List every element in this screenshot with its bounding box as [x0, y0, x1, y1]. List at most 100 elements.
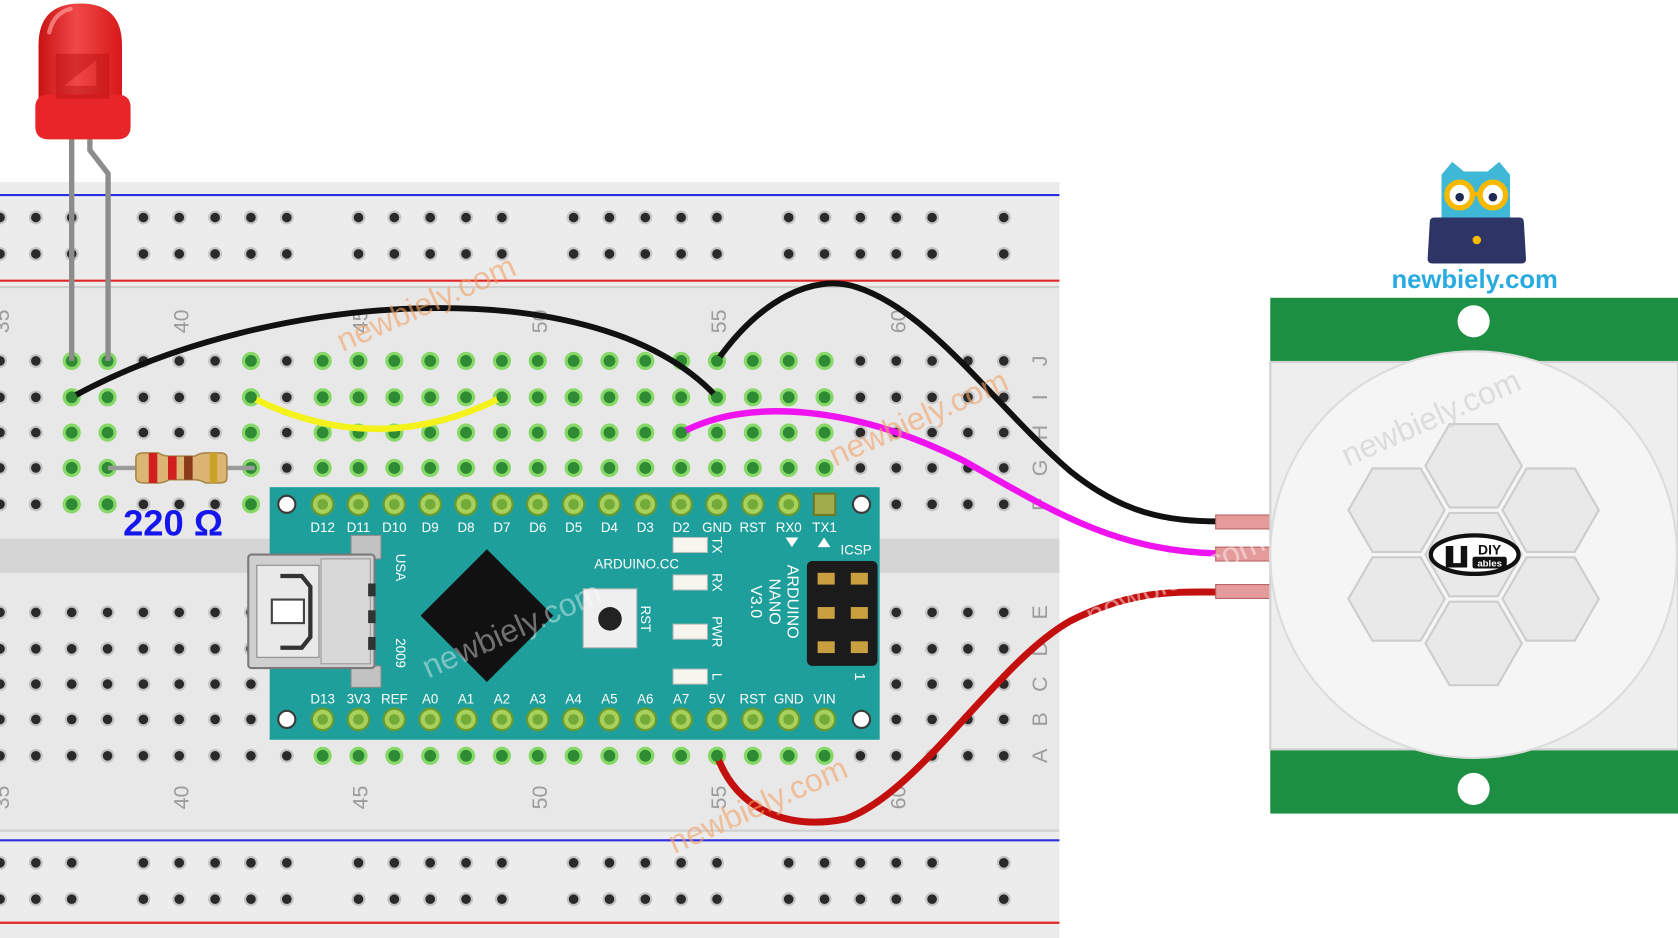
- triangle-up-icon: [817, 537, 831, 548]
- pin-pad-center: [639, 714, 651, 725]
- breadboard-hole: [279, 425, 294, 440]
- breadboard-hole: [853, 353, 868, 368]
- breadboard-hole: [889, 497, 904, 512]
- magenta-wire-signal-to-pir: [678, 408, 1224, 557]
- breadboard-hole: [996, 497, 1011, 512]
- connected-hole: [313, 458, 332, 478]
- breadboard-hole: [925, 353, 940, 368]
- connected-hole: [564, 458, 583, 478]
- breadboard-bottom-rail: [0, 830, 1060, 938]
- breadboard-hole: [243, 246, 258, 261]
- column-number: 55: [707, 786, 731, 810]
- breadboard-hole: [64, 892, 79, 907]
- breadboard-hole: [64, 677, 79, 692]
- breadboard-hole: [996, 892, 1011, 907]
- breadboard-hole: [710, 892, 724, 907]
- breadboard-hole: [781, 246, 796, 261]
- breadboard-hole: [853, 855, 868, 870]
- breadboard-hole: [28, 425, 43, 440]
- breadboard-hole: [172, 641, 187, 656]
- logo-text: DIY: [1478, 542, 1502, 558]
- breadboard-hole: [172, 425, 187, 440]
- breadboard-hole: [28, 677, 43, 692]
- pir-motion-sensor: DIY ables: [1215, 297, 1678, 814]
- connected-hole: [528, 458, 547, 478]
- newbiely-logo: newbiely.com: [1391, 161, 1558, 294]
- connected-hole: [98, 388, 117, 407]
- pir-mounting-hole: [1457, 305, 1490, 338]
- connected-hole: [743, 458, 762, 478]
- breadboard-hole: [996, 246, 1011, 261]
- breadboard-hole: [351, 892, 366, 907]
- breadboard-hole: [208, 425, 223, 440]
- usb-pin: [368, 637, 376, 650]
- breadboard-hole: [279, 855, 294, 870]
- breadboard-hole: [925, 390, 940, 405]
- connected-hole: [564, 388, 583, 407]
- connected-hole: [815, 458, 834, 478]
- pin-pad-center: [460, 714, 472, 725]
- pin-pad-center: [711, 714, 723, 725]
- column-number: 55: [707, 309, 731, 333]
- breadboard-hole: [889, 641, 904, 656]
- pin-pad-center: [317, 714, 329, 725]
- breadboard-hole: [136, 246, 151, 261]
- pin-pad-center: [747, 498, 759, 510]
- breadboard-hole: [172, 712, 187, 727]
- pin-label: D11: [347, 520, 371, 535]
- connected-hole: [636, 746, 655, 765]
- connected-hole: [385, 746, 404, 765]
- connected-hole: [636, 388, 655, 407]
- breadboard-hole: [602, 892, 617, 907]
- connected-hole: [600, 388, 619, 407]
- mounting-hole: [851, 494, 872, 514]
- breadboard-hole: [172, 748, 187, 763]
- red-wire-power-to-pir: [713, 588, 1224, 826]
- breadboard-hole: [28, 748, 43, 763]
- connected-hole: [492, 746, 511, 765]
- breadboard-hole: [136, 605, 151, 620]
- usb-pin: [368, 583, 376, 597]
- breadboard-hole: [889, 605, 904, 620]
- breadboard-hole: [243, 892, 258, 907]
- pin-label: D7: [493, 520, 510, 535]
- wire-end-dot: [676, 427, 688, 438]
- icsp-pin: [850, 641, 868, 654]
- connected-hole: [672, 388, 691, 407]
- breadboard-hole: [208, 246, 223, 261]
- tx-led: [672, 536, 708, 554]
- breadboard-hole: [817, 246, 832, 261]
- breadboard-hole: [674, 855, 689, 870]
- connected-hole: [779, 458, 798, 478]
- breadboard-hole: [0, 246, 7, 261]
- breadboard-hole: [0, 855, 7, 870]
- connected-hole: [707, 423, 727, 442]
- reset-button: [598, 607, 622, 631]
- breadboard-hole: [889, 855, 904, 870]
- connected-hole: [62, 423, 81, 442]
- usb-body: [320, 558, 371, 665]
- breadboard-hole: [0, 497, 7, 512]
- pin-pad-center: [460, 498, 472, 510]
- breadboard-hole: [172, 353, 187, 368]
- breadboard-hole: [0, 605, 7, 620]
- breadboard-hole: [172, 677, 187, 692]
- pin-pad-center: [675, 498, 687, 510]
- model-label-line-1: ARDUINO: [784, 565, 802, 639]
- breadboard-hole: [0, 641, 7, 656]
- breadboard-hole: [243, 677, 258, 692]
- breadboard-hole: [925, 855, 940, 870]
- wire-end-dot: [496, 391, 508, 403]
- breadboard-hole: [0, 353, 7, 368]
- resistor-band-3: [184, 456, 193, 480]
- connected-hole: [241, 351, 261, 371]
- breadboard-hole: [960, 497, 975, 512]
- yellow-jumper-wire: [248, 394, 506, 432]
- pir-mounting-hole: [1457, 772, 1490, 806]
- pin-label: D13: [310, 691, 335, 706]
- connected-hole: [313, 388, 332, 407]
- pin-pad-center: [496, 714, 508, 725]
- owl-eye-right: [1488, 192, 1498, 202]
- connected-hole: [779, 423, 798, 442]
